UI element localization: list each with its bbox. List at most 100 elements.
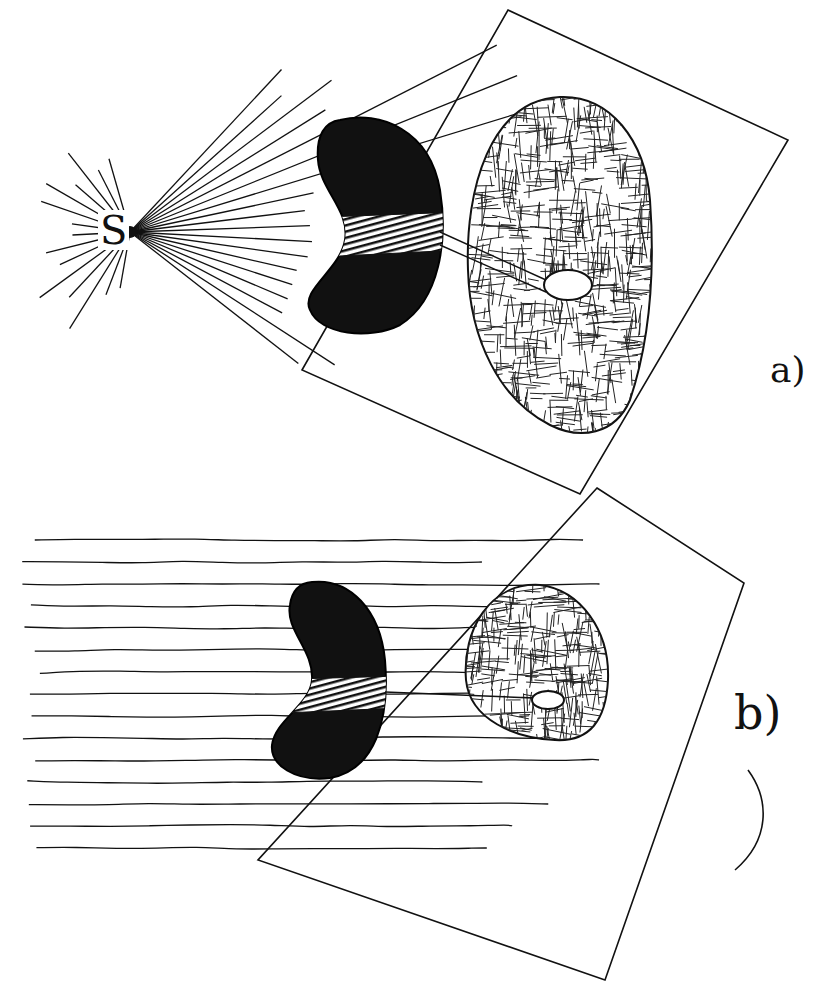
hatch-stroke	[491, 603, 501, 605]
hatch-stroke	[460, 416, 464, 440]
hatch-stroke	[640, 105, 663, 109]
hatch-stroke	[636, 375, 651, 376]
hatch-stroke	[499, 687, 514, 690]
hatch-stroke	[549, 400, 568, 401]
hatch-stroke	[513, 360, 515, 370]
hatch-stroke	[541, 581, 570, 583]
hatch-stroke	[612, 732, 615, 754]
hatch-stroke	[649, 102, 651, 118]
hatch-stroke	[553, 307, 555, 321]
hatch-stroke	[562, 727, 566, 751]
hatch-stroke	[555, 639, 556, 669]
hatch-stroke	[455, 222, 471, 223]
hatch-stroke	[502, 648, 529, 649]
hatch-stroke	[478, 110, 489, 111]
hatch-stroke	[582, 621, 594, 623]
hatch-stroke	[650, 303, 663, 305]
hatch-stroke	[515, 170, 516, 194]
hatch-stroke	[576, 313, 579, 340]
hatch-stroke	[508, 429, 512, 447]
light-ray	[130, 110, 325, 232]
hatch-stroke	[511, 417, 525, 419]
hatch-stroke	[458, 357, 483, 358]
hatch-stroke	[500, 334, 501, 344]
hatch-stroke	[455, 668, 479, 670]
hatch-stroke	[460, 682, 462, 695]
hatch-stroke	[604, 344, 606, 359]
hatch-stroke	[550, 310, 553, 326]
hatch-stroke	[460, 298, 482, 299]
hatch-stroke	[458, 629, 462, 659]
hatch-stroke	[471, 397, 474, 424]
light-ray	[130, 232, 298, 364]
hatch-stroke	[573, 259, 588, 260]
hatch-stroke	[617, 342, 638, 343]
hatch-stroke	[618, 443, 647, 446]
hatch-stroke	[481, 340, 483, 353]
hatch-stroke	[489, 250, 508, 253]
hatch-stroke	[456, 91, 483, 95]
hatch-stroke	[567, 121, 573, 149]
hatch-stroke	[580, 162, 597, 163]
panel-label: a)	[768, 352, 808, 388]
hatch-stroke	[503, 321, 530, 323]
hatch-stroke	[563, 94, 578, 96]
hatch-stroke	[552, 128, 554, 144]
hatch-stroke	[496, 169, 513, 172]
hatch-stroke	[554, 601, 583, 602]
parallel-ray	[24, 627, 529, 629]
hatch-stroke	[620, 363, 621, 379]
hatch-stroke	[544, 118, 548, 149]
hatch-stroke	[590, 416, 607, 418]
hatch-stroke	[626, 233, 627, 262]
hatch-stroke	[607, 737, 608, 751]
hatch-stroke	[496, 103, 516, 107]
hatch-stroke	[628, 193, 656, 196]
hatch-stroke	[613, 410, 643, 415]
hatch-stroke	[509, 176, 514, 206]
hatch-stroke	[472, 172, 474, 201]
hatch-stroke	[472, 168, 474, 192]
hatch-stroke	[531, 627, 534, 642]
hatch-stroke	[519, 714, 530, 716]
parallel-ray	[31, 605, 516, 607]
hatch-stroke	[549, 401, 551, 423]
hatch-stroke	[581, 330, 583, 350]
hatch-stroke	[528, 279, 539, 281]
hatch-stroke	[557, 118, 573, 120]
hatch-stroke	[629, 440, 651, 444]
hatch-stroke	[607, 101, 637, 107]
hatch-stroke	[557, 414, 583, 415]
hatch-stroke	[526, 366, 556, 371]
hatch-stroke	[564, 119, 568, 143]
hatch-stroke	[515, 622, 526, 624]
hatch-stroke	[504, 696, 505, 714]
hatch-stroke	[557, 635, 569, 637]
hatch-stroke	[593, 139, 594, 169]
hatch-stroke	[481, 674, 495, 676]
hatch-stroke	[579, 651, 600, 652]
hatch-stroke	[646, 177, 647, 201]
hatch-stroke	[520, 169, 551, 173]
hatch-stroke	[485, 619, 490, 650]
hatch-stroke	[497, 375, 499, 393]
hatch-stroke	[570, 648, 592, 650]
hatch-stroke	[457, 121, 486, 127]
hatch-stroke	[459, 595, 484, 596]
hatch-stroke	[492, 587, 510, 589]
hatch-stroke	[536, 330, 538, 359]
hatch-stroke	[487, 118, 498, 119]
hatch-stroke	[483, 404, 484, 431]
hatch-stroke	[564, 160, 568, 184]
hatch-stroke	[591, 632, 592, 644]
hatch-stroke	[507, 631, 529, 632]
hatch-stroke	[470, 620, 474, 645]
hatch-stroke	[468, 193, 471, 219]
hatch-stroke	[556, 417, 580, 421]
hatch-stroke	[496, 362, 497, 374]
hatch-stroke	[477, 94, 479, 105]
hatch-stroke	[655, 394, 657, 414]
hatch-stroke	[550, 232, 552, 247]
hatch-stroke	[469, 144, 490, 148]
